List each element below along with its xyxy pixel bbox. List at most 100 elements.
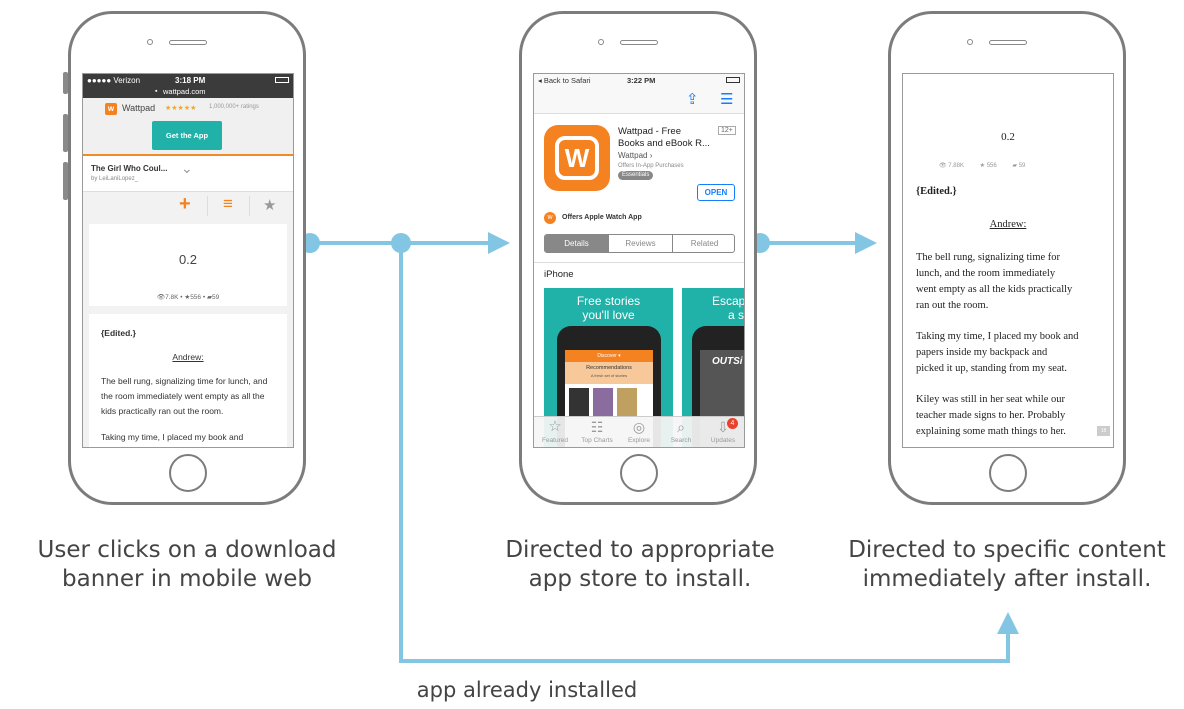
watch-icon: w	[544, 212, 556, 224]
wattpad-w-icon: W	[555, 136, 599, 180]
share-icon[interactable]: ⇪	[686, 91, 699, 108]
tabbar-updates[interactable]: ⇩ Updates 4	[702, 417, 744, 444]
platform-label: iPhone	[544, 269, 574, 280]
bypass-line-across	[399, 659, 1010, 663]
inline-comment-button[interactable]: 18	[1097, 426, 1110, 436]
tabbar-explore[interactable]: ◎ Explore	[618, 417, 660, 444]
tabbar-label: Explore	[627, 437, 651, 444]
banner-stars: ★★★★★	[165, 105, 197, 112]
connector-2-to-3	[760, 241, 858, 245]
developer-link[interactable]: Wattpad ›	[618, 151, 653, 160]
star-icon[interactable]: ★	[263, 197, 277, 214]
screenshot-header: Discover ▾	[565, 350, 653, 362]
home-button[interactable]	[989, 454, 1027, 492]
comments-icon: ▰	[1012, 163, 1018, 169]
tabbar-label: Top Charts	[581, 437, 613, 444]
screenshot-reco-title: Recommendations	[586, 365, 632, 371]
screenshot-caption: you'll love	[582, 308, 635, 322]
part-stats: 👁 7.88K ★ 556 ▰ 59	[939, 162, 1089, 169]
home-button[interactable]	[620, 454, 658, 492]
paragraph-line: explaining some math things to her.	[916, 426, 1066, 437]
screenshot-screen: Discover ▾ Recommendations A fresh set o…	[565, 350, 653, 447]
tab-reviews[interactable]: Reviews	[608, 235, 672, 252]
status-bar: ◂ Back to Safari 3:22 PM ⇪ ☰	[534, 74, 744, 114]
caption-line: app store to install.	[528, 566, 752, 592]
tabbar-search[interactable]: ⌕ Search	[660, 417, 702, 444]
book-cover	[593, 388, 613, 416]
url-text[interactable]: wattpad.com	[163, 87, 206, 96]
votes-count: 556	[986, 163, 997, 169]
download-banner[interactable]: w Wattpad ★★★★★ 1,000,000+ ratings Get t…	[83, 98, 293, 154]
paragraph-line: went empty as all the kids practically	[916, 284, 1073, 295]
comments-count: 59	[1018, 163, 1026, 169]
earpiece	[620, 40, 658, 45]
story-toolbar: + ≡ ★	[83, 192, 293, 220]
step-1-caption: User clicks on a download banner in mobi…	[22, 536, 352, 594]
part-card: 0.2 👁7.8K • ★556 • ▰59	[89, 224, 287, 306]
story-paragraph: Taking my time, I placed my book and pap…	[916, 329, 1108, 377]
bypass-line-down	[399, 250, 403, 663]
tabbar-featured[interactable]: ☆ Featured	[534, 417, 576, 444]
story-header: The Girl Who Coul... by LeiLaniLopez_ ⌄	[83, 156, 293, 192]
paragraph-line: papers inside my backpack and	[916, 347, 1048, 358]
wattpad-app-icon: W	[544, 125, 610, 191]
story-paragraph: Kiley was still in her seat while our te…	[916, 392, 1108, 440]
tab-related[interactable]: Related	[672, 235, 734, 252]
tab-details[interactable]: Details	[545, 235, 608, 252]
mobile-web-screen: ●●●●● Verizon 3:18 PM ▪ wattpad.com w Wa…	[82, 73, 294, 448]
app-store-screen: ◂ Back to Safari 3:22 PM ⇪ ☰ W Wattpad -…	[533, 73, 745, 448]
front-camera	[147, 39, 153, 45]
toolbar-divider	[249, 196, 250, 216]
paragraph-line: The bell rung, signalizing time for	[916, 252, 1061, 263]
status-time: 3:22 PM	[627, 76, 656, 85]
screenshot-reco: Recommendations A fresh set of stories	[565, 362, 653, 384]
toolbar-divider	[207, 196, 208, 216]
step-3-caption: Directed to specific content immediately…	[836, 536, 1178, 594]
screenshot-caption: Escap	[712, 294, 745, 308]
tabbar-top-charts[interactable]: ☷ Top Charts	[576, 417, 618, 444]
menu-icon[interactable]: ≡	[223, 194, 233, 213]
front-camera	[967, 39, 973, 45]
section-divider	[534, 262, 744, 263]
bypass-line-up	[1006, 630, 1010, 663]
paragraph-line: Taking my time, I placed my book and	[916, 331, 1079, 342]
featured-icon: ☆	[548, 418, 562, 435]
paragraph-line: ran out the room.	[916, 300, 989, 311]
votes-icon: ★	[979, 163, 986, 169]
iap-note: Offers In-App Purchases	[618, 163, 684, 169]
views-icon: 👁	[156, 294, 166, 301]
separator-dot: • ★	[180, 294, 191, 301]
get-app-button[interactable]: Get the App	[152, 121, 222, 150]
search-icon: ⌕	[677, 419, 685, 435]
chevron-down-icon[interactable]: ⌄	[181, 160, 193, 176]
phone-story-content: 0.2 👁 7.88K ★ 556 ▰ 59 {Edited.} Andrew:…	[888, 11, 1126, 505]
side-button	[63, 72, 68, 94]
add-icon[interactable]: +	[179, 193, 191, 215]
status-bar: ●●●●● Verizon 3:18 PM ▪ wattpad.com	[83, 74, 293, 98]
list-icon[interactable]: ☰	[720, 91, 734, 108]
front-camera	[598, 39, 604, 45]
essentials-badge: Essentials	[618, 171, 654, 180]
votes-count: 556	[190, 294, 202, 301]
views-icon: 👁	[939, 163, 947, 169]
battery-icon	[726, 77, 740, 83]
banner-divider	[83, 154, 293, 156]
comments-count: 59	[211, 294, 220, 301]
story-title: The Girl Who Coul...	[91, 164, 168, 173]
story-author: by LeiLaniLopez_	[91, 176, 139, 182]
tabbar-label: Updates	[710, 437, 736, 444]
screenshot-caption: Free stories	[576, 294, 641, 308]
separator-dot: • ▰	[202, 294, 212, 301]
caption-line: Directed to appropriate	[505, 537, 775, 563]
home-button[interactable]	[169, 454, 207, 492]
back-to-safari[interactable]: ◂ Back to Safari	[538, 76, 591, 85]
phone-app-store: ◂ Back to Safari 3:22 PM ⇪ ☰ W Wattpad -…	[519, 11, 757, 505]
open-button[interactable]: OPEN	[697, 184, 735, 201]
chapter-name: Andrew:	[989, 219, 1027, 230]
caption-line: banner in mobile web	[62, 566, 312, 592]
lock-icon: ▪	[155, 88, 158, 95]
caption-line: Directed to specific content	[848, 537, 1166, 563]
screenshot-label: OUTSi	[712, 356, 743, 367]
book-cover	[617, 388, 637, 416]
story-text-card: {Edited.} Andrew: The bell rung, signali…	[89, 314, 287, 447]
